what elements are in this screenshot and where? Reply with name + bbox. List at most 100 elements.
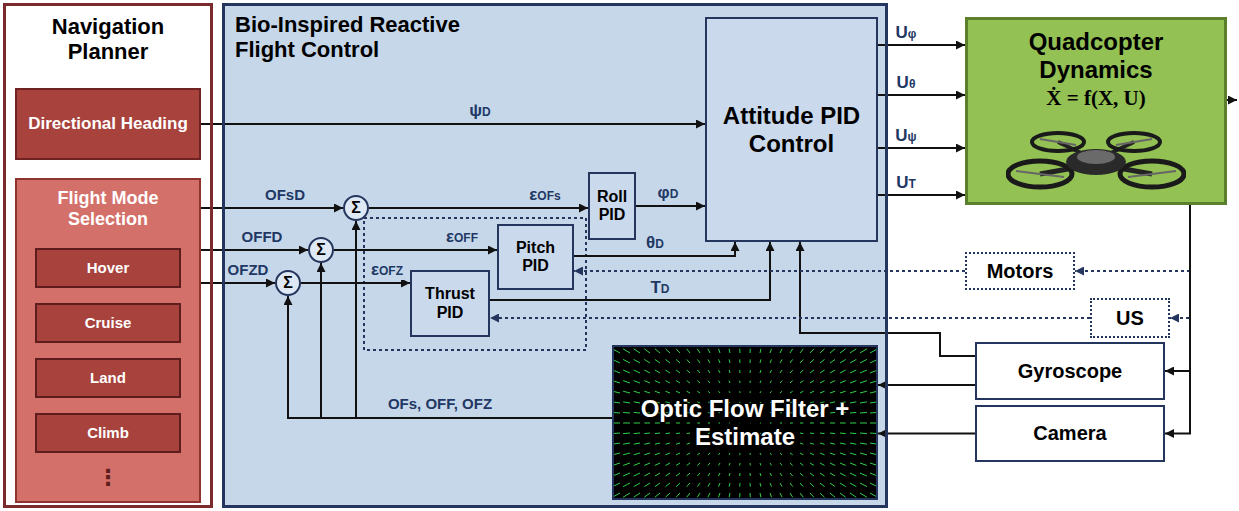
node-label: Cruise xyxy=(85,314,132,331)
signal-connector xyxy=(878,384,975,386)
flow-vector xyxy=(770,381,772,383)
flow-vector xyxy=(750,370,751,373)
signal-connector xyxy=(574,270,965,272)
flow-vector xyxy=(687,381,690,383)
flow-vector xyxy=(820,423,825,424)
propeller xyxy=(1040,139,1076,145)
flow-vector xyxy=(870,391,876,393)
node-label: Optic Flow Filter + Estimate xyxy=(618,395,872,450)
flow-vector xyxy=(676,381,680,383)
flow-vector xyxy=(623,423,630,424)
flow-vector xyxy=(708,370,710,373)
flow-vector xyxy=(676,391,680,393)
flow-vector xyxy=(790,349,793,353)
flow-vector xyxy=(800,423,803,424)
flow-vector xyxy=(655,493,660,497)
flow-vector xyxy=(830,453,835,455)
flow-vector xyxy=(790,359,793,363)
flow-vector xyxy=(687,423,690,424)
flow-vector xyxy=(850,381,856,383)
flow-vector xyxy=(760,391,762,393)
flow-vector xyxy=(687,349,690,353)
node-label: Land xyxy=(90,369,126,386)
flow-vector xyxy=(644,483,650,487)
flow-vector xyxy=(830,433,835,435)
flow-vector xyxy=(820,370,825,373)
flow-vector xyxy=(750,349,751,353)
flow-vector xyxy=(729,349,731,353)
flow-vector xyxy=(687,433,690,435)
mode-panel: Flight Mode SelectionHoverCruiseLandClim… xyxy=(15,178,201,503)
pid-box: Thrust PID xyxy=(410,270,490,337)
flow-vector xyxy=(739,453,740,455)
flow-vector xyxy=(614,391,620,393)
flow-vector xyxy=(708,453,710,455)
flow-vector xyxy=(820,483,825,487)
flow-vector xyxy=(634,423,640,424)
signal-label: OFZD xyxy=(226,261,271,278)
optic-flow-box: Optic Flow Filter + Estimate xyxy=(612,345,878,500)
flow-vector xyxy=(614,423,620,424)
flow-vector xyxy=(800,453,803,455)
flow-vector xyxy=(850,370,856,373)
flow-vector xyxy=(790,453,793,455)
mode-box: Hover xyxy=(35,248,181,288)
flow-vector xyxy=(860,463,867,465)
signal-connector xyxy=(878,147,965,149)
flow-vector xyxy=(770,359,772,363)
flow-vector xyxy=(644,391,650,393)
flow-vector xyxy=(870,443,876,444)
flow-vector xyxy=(614,412,620,414)
flow-vector xyxy=(634,433,640,435)
flow-vector xyxy=(830,483,835,487)
flow-vector xyxy=(810,370,814,373)
flow-vector xyxy=(840,463,846,465)
node-label: Pitch PID xyxy=(501,239,570,276)
flow-vector xyxy=(729,453,731,455)
flow-vector xyxy=(697,453,700,455)
flow-vector xyxy=(634,443,640,444)
flow-vector xyxy=(644,463,650,465)
flow-vector xyxy=(800,493,803,497)
flow-vector xyxy=(655,391,660,393)
flow-vector xyxy=(644,473,650,476)
flow-vector xyxy=(790,463,793,465)
flow-vector xyxy=(614,349,620,353)
flow-vector xyxy=(676,359,680,363)
flow-vector xyxy=(830,359,835,363)
flow-vector xyxy=(840,433,846,435)
signal-connector xyxy=(878,433,975,435)
flow-vector xyxy=(623,349,630,353)
flow-vector xyxy=(697,381,700,383)
flow-vector xyxy=(800,391,803,393)
flow-vector xyxy=(870,483,876,487)
signal-connector xyxy=(490,317,1090,319)
flow-vector xyxy=(850,493,856,497)
node-label: Attitude PID Control xyxy=(711,102,872,157)
ellipsis-mark: ⋮ xyxy=(95,465,121,490)
flow-vector xyxy=(820,349,825,353)
node-label: Gyroscope xyxy=(1018,360,1122,383)
flow-vector xyxy=(697,483,700,487)
flow-vector xyxy=(697,493,700,497)
flow-vector xyxy=(666,423,671,424)
flow-vector xyxy=(687,483,690,487)
dynamics-box: Quadcopter DynamicsẊ = f(X, U) xyxy=(965,17,1227,205)
flow-vector xyxy=(850,443,856,444)
signal-connector xyxy=(356,221,612,418)
flow-vector xyxy=(697,359,700,363)
flow-vector xyxy=(634,493,640,497)
flow-vector xyxy=(770,473,772,476)
flow-vector xyxy=(644,370,650,373)
flow-vector xyxy=(800,349,803,353)
flow-vector xyxy=(655,423,660,424)
signal-connector xyxy=(1170,205,1190,318)
propeller xyxy=(1128,171,1176,177)
flow-vector xyxy=(676,483,680,487)
flow-vector xyxy=(687,359,690,363)
flow-vector xyxy=(687,370,690,373)
flow-vector xyxy=(634,359,640,363)
flow-vector xyxy=(860,402,867,403)
actuator-box: US xyxy=(1090,298,1170,338)
flow-vector xyxy=(850,402,856,403)
